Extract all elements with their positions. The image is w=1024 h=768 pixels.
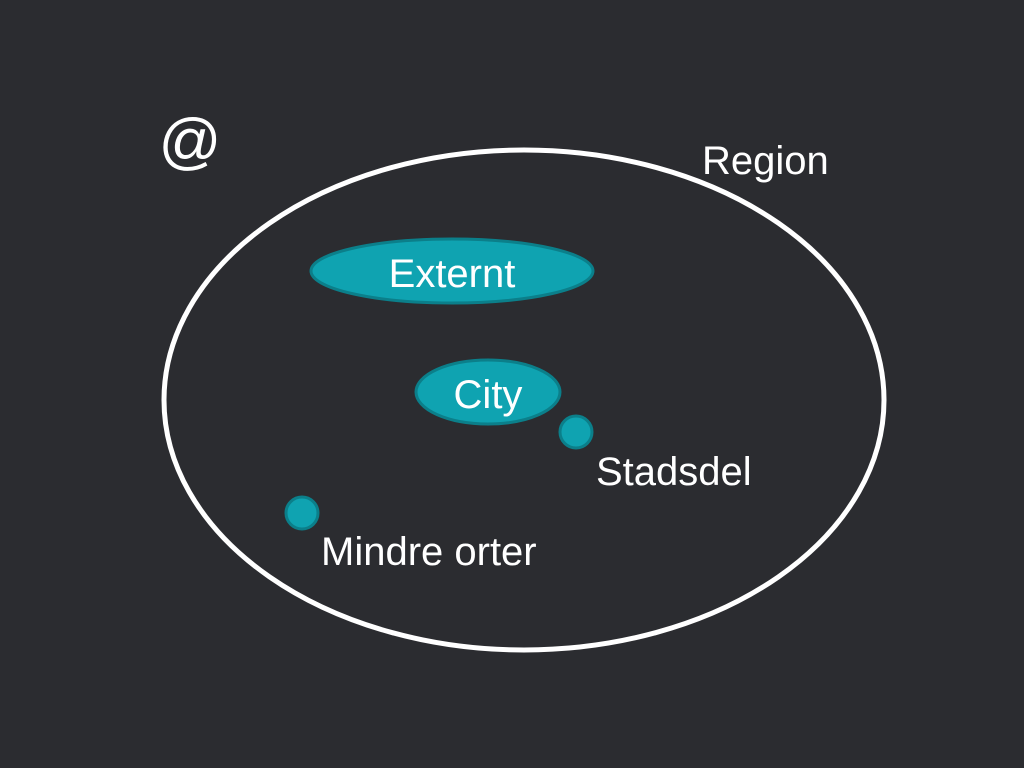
mindre-orter-label: Mindre orter [321, 530, 537, 574]
stadsdel-dot [558, 414, 594, 450]
city-label: City [454, 373, 523, 417]
stadsdel-label: Stadsdel [596, 450, 752, 494]
at-symbol: @ [159, 107, 222, 176]
externt-label: Externt [389, 252, 516, 296]
city-node [414, 358, 562, 426]
region-label: Region [702, 139, 829, 183]
region-ellipse [161, 147, 887, 653]
mindre-orter-dot [284, 495, 320, 531]
externt-node [309, 237, 595, 305]
